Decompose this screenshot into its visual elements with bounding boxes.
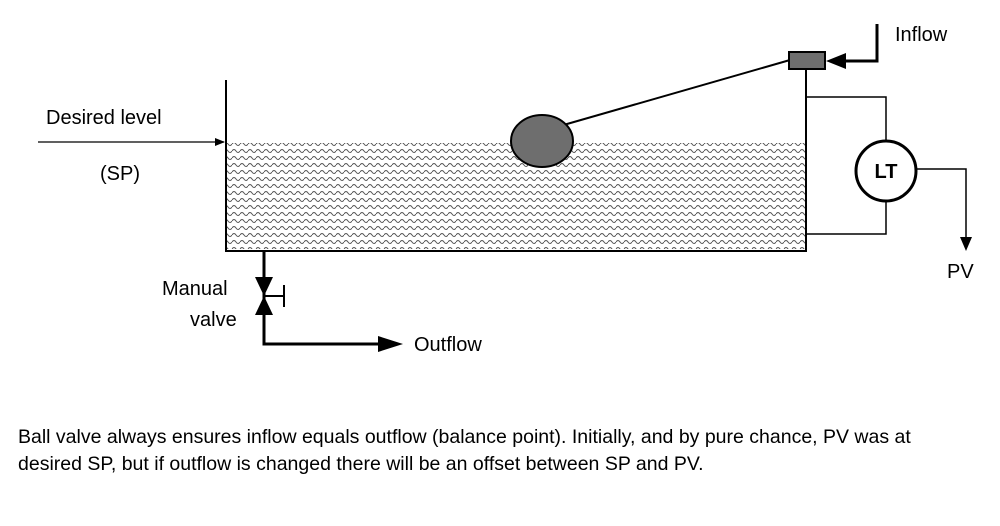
float-arm <box>559 59 791 127</box>
pv-label: PV <box>947 261 974 283</box>
manual-valve-label-line2: valve <box>190 309 237 331</box>
level-transmitter <box>854 139 918 203</box>
outflow-arrowhead <box>378 336 403 352</box>
manual-valve-label-line1: Manual <box>162 278 228 300</box>
manual-valve <box>255 277 285 315</box>
caption: Ball valve always ensures inflow equals … <box>18 426 911 475</box>
inflow-label: Inflow <box>895 24 948 46</box>
outflow-pipe <box>262 251 386 346</box>
tank <box>225 70 807 252</box>
lt-impulse-lines <box>806 96 887 235</box>
pv-signal-line <box>916 168 967 240</box>
outflow-label: Outflow <box>414 334 482 356</box>
pv-arrowhead <box>960 237 972 251</box>
inflow-valve-body <box>788 51 826 70</box>
tank-liquid <box>227 143 806 249</box>
lt-label: LT <box>875 161 898 183</box>
inflow-arrowhead <box>826 53 846 69</box>
desired-level-label: Desired level <box>46 107 162 129</box>
sp-label: (SP) <box>100 163 140 185</box>
float-ball <box>510 114 574 168</box>
inflow-pipe <box>845 24 879 63</box>
